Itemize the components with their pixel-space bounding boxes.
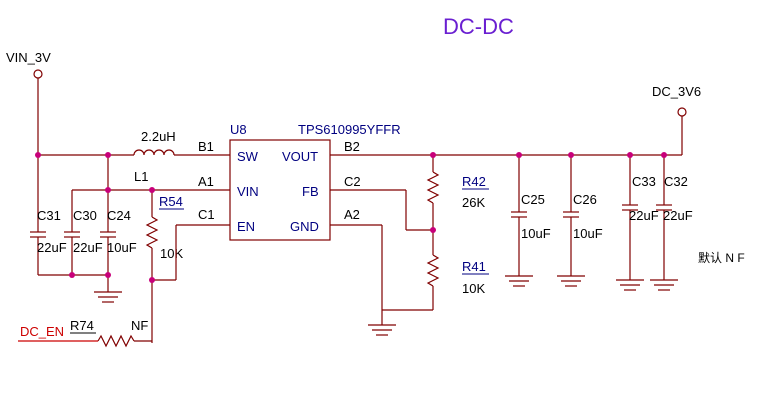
c32-ref: C32 (664, 174, 688, 189)
c24-value: 10uF (107, 240, 137, 255)
ic-ref: U8 (230, 122, 247, 137)
l1-ref: L1 (134, 169, 148, 184)
junction-dot (516, 152, 522, 158)
pin-number-en: C1 (198, 207, 215, 222)
c25-ref: C25 (521, 192, 545, 207)
pin-label-fb: FB (302, 184, 319, 199)
r42-ref: R42 (462, 174, 486, 189)
c32-value: 22uF (663, 208, 693, 223)
pin-label-en: EN (237, 219, 255, 234)
diagram-title: DC-DC (443, 14, 514, 39)
pin-number-vin: A1 (198, 174, 214, 189)
c31-value: 22uF (37, 240, 67, 255)
ic-part-number: TPS610995YFFR (298, 122, 401, 137)
junction-dot (149, 277, 155, 283)
junction-dot (627, 152, 633, 158)
c33-ref: C33 (632, 174, 656, 189)
ground-symbol-c32 (650, 279, 678, 291)
dc-en-net-label: DC_EN (20, 324, 64, 339)
resistor-r74 (97, 334, 135, 348)
r54-ref: R54 (159, 194, 183, 209)
vout-port-terminal (677, 107, 687, 117)
resistor-r54 (145, 216, 159, 249)
junction-dot (105, 187, 111, 193)
c24-ref: C24 (107, 208, 131, 223)
resistor-r41 (426, 254, 440, 287)
resistor-r42 (426, 171, 440, 204)
inductor-l1 (133, 149, 175, 156)
vin-port-terminal (33, 69, 43, 79)
r42-value: 26K (462, 195, 485, 210)
ground-symbol-c33 (616, 279, 644, 291)
pin-label-gnd: GND (290, 219, 319, 234)
ground-symbol-input (94, 291, 122, 303)
c31-ref: C31 (37, 208, 61, 223)
default-nf-note: 默认 N F (698, 250, 745, 265)
l1-value: 2.2uH (141, 129, 176, 144)
junction-dot (35, 152, 41, 158)
pin-number-vout: B2 (344, 139, 360, 154)
ground-symbol-ic (368, 324, 396, 336)
vout-net-label: DC_3V6 (652, 84, 701, 99)
c30-ref: C30 (73, 208, 97, 223)
ground-symbol-c26 (557, 275, 585, 287)
junction-dot (430, 227, 436, 233)
pin-label-vin: VIN (237, 184, 259, 199)
vin-net-label: VIN_3V (6, 50, 51, 65)
pin-label-vout: VOUT (282, 149, 318, 164)
r74-value: NF (131, 318, 148, 333)
r54-value: 10K (160, 246, 183, 261)
ground-symbol-c25 (505, 275, 533, 287)
c25-value: 10uF (521, 226, 551, 241)
pin-label-sw: SW (237, 149, 259, 164)
junction-dot (149, 187, 155, 193)
junction-dot (568, 152, 574, 158)
c30-value: 22uF (73, 240, 103, 255)
pin-number-sw: B1 (198, 139, 214, 154)
c33-value: 22uF (629, 208, 659, 223)
junction-dot (69, 272, 75, 278)
junction-dot (105, 152, 111, 158)
junction-dot (105, 272, 111, 278)
pin-number-gnd: A2 (344, 207, 360, 222)
c26-value: 10uF (573, 226, 603, 241)
junction-dot (430, 152, 436, 158)
r41-value: 10K (462, 281, 485, 296)
junction-dot (661, 152, 667, 158)
r74-ref: R74 (70, 318, 94, 333)
r41-ref: R41 (462, 259, 486, 274)
pin-number-fb: C2 (344, 174, 361, 189)
c26-ref: C26 (573, 192, 597, 207)
